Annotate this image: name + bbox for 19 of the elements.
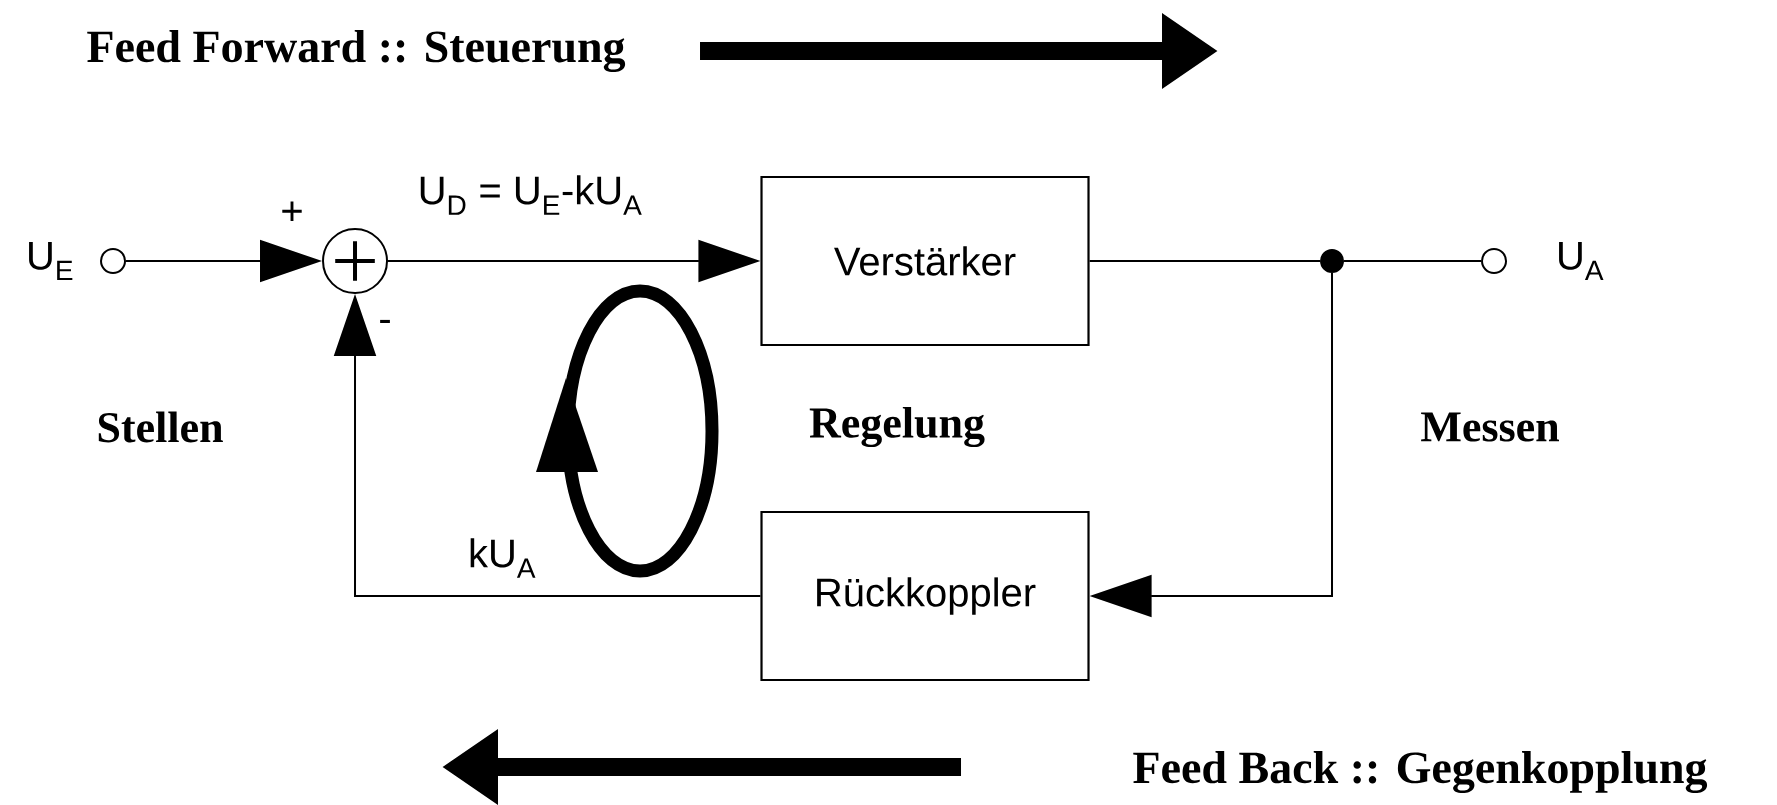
sign-label: + bbox=[282, 201, 302, 222]
connector bbox=[1343, 260, 1482, 262]
terminal-circle bbox=[100, 248, 126, 274]
connector bbox=[1088, 260, 1321, 262]
sign-label: - bbox=[380, 319, 390, 323]
terminal-label: U$_{A}$ bbox=[1559, 241, 1604, 281]
heading: Feed Forward :: Steuerung bbox=[87, 29, 626, 73]
terminal-circle bbox=[1481, 248, 1507, 274]
terminal-label: U$_{E}$ bbox=[29, 241, 73, 281]
amplifier-box: Verstärker bbox=[760, 175, 1090, 347]
feedback-box: Rückkoppler bbox=[760, 510, 1090, 682]
edge-label: kU$_{A}$ bbox=[466, 536, 539, 580]
summing-junction bbox=[322, 228, 388, 294]
section-label: Stellen bbox=[98, 411, 223, 443]
section-label: Regelung bbox=[809, 406, 985, 448]
heading: Feed Back :: Gegenkopplung bbox=[1133, 750, 1708, 793]
section-label: Messen bbox=[1421, 412, 1559, 442]
edge-label: U$_{D}$ = U$_{E}$-kU$_{A}$ bbox=[415, 173, 645, 217]
junction-dot bbox=[1320, 249, 1344, 273]
